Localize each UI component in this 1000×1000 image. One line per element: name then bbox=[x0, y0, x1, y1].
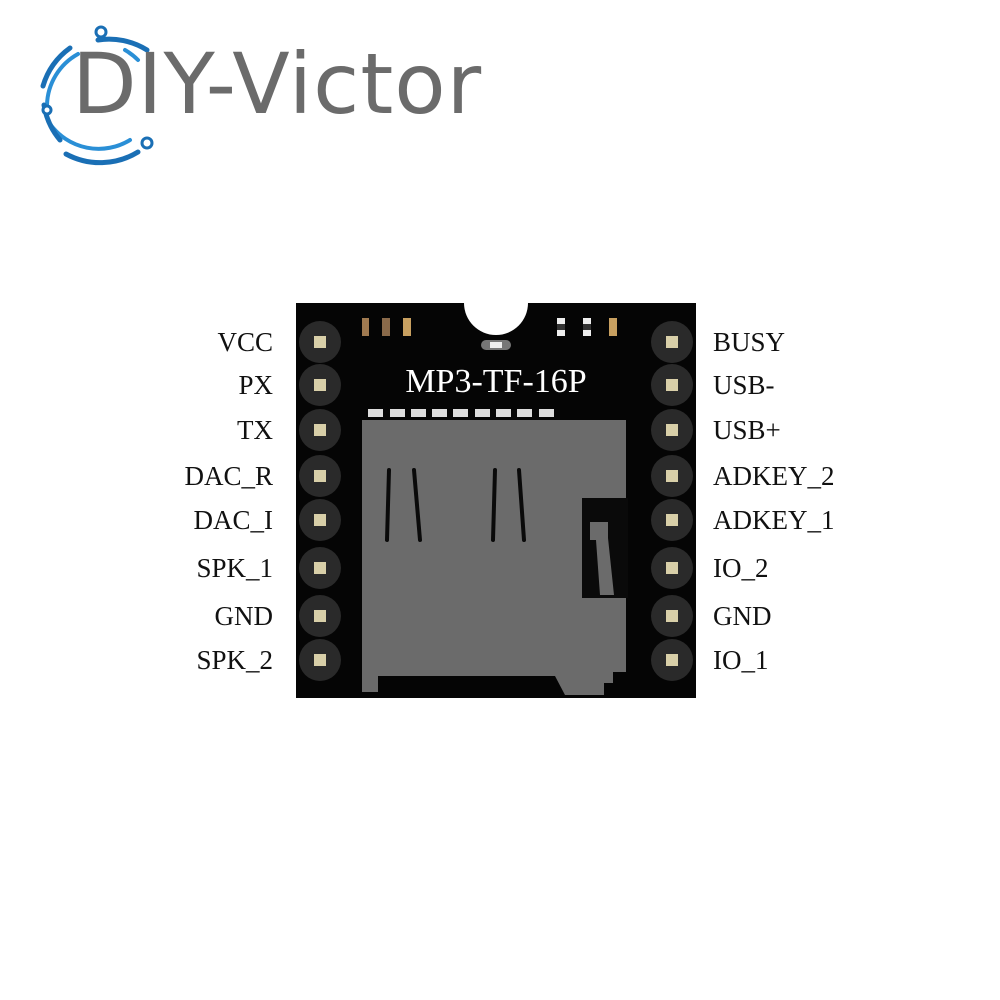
pin-label-left-5: DAC_I bbox=[193, 505, 274, 535]
pin-pad-left-6 bbox=[299, 547, 341, 589]
pin-label-right-4: ADKEY_2 bbox=[713, 461, 835, 491]
pin-pad-left-2 bbox=[299, 364, 341, 406]
pin-label-left-2: PX bbox=[238, 370, 273, 400]
pin-pad-right-5 bbox=[651, 499, 693, 541]
pin-pad-right-8 bbox=[651, 639, 693, 681]
pin-pad-right-6 bbox=[651, 547, 693, 589]
pin-label-left-1: VCC bbox=[217, 327, 273, 357]
pin-label-left-6: SPK_1 bbox=[196, 553, 273, 583]
pin-pad-right-2 bbox=[651, 364, 693, 406]
pin-label-left-8: SPK_2 bbox=[196, 645, 273, 675]
logo-ring-icon bbox=[40, 25, 154, 166]
pin-label-right-7: GND bbox=[713, 601, 772, 631]
mp3-module-board: MP3-TF-16P bbox=[296, 271, 696, 698]
pin-label-right-8: IO_1 bbox=[713, 645, 769, 675]
pin-pad-right-1 bbox=[651, 321, 693, 363]
pin-pad-left-1 bbox=[299, 321, 341, 363]
logo-text: DIY-Victor bbox=[72, 35, 483, 133]
tf-card-slot bbox=[362, 420, 626, 695]
pin-label-right-5: ADKEY_1 bbox=[713, 505, 835, 535]
pin-pad-left-8 bbox=[299, 639, 341, 681]
pin-label-right-6: IO_2 bbox=[713, 553, 769, 583]
pin-pad-left-3 bbox=[299, 409, 341, 451]
pin-label-right-1: BUSY bbox=[713, 327, 786, 357]
pin-pad-right-4 bbox=[651, 455, 693, 497]
pin-label-left-3: TX bbox=[237, 415, 273, 445]
pin-label-left-7: GND bbox=[214, 601, 274, 631]
pin-pad-left-4 bbox=[299, 455, 341, 497]
pin-pad-right-7 bbox=[651, 595, 693, 637]
pin-pad-left-7 bbox=[299, 595, 341, 637]
pin-label-right-2: USB- bbox=[713, 370, 775, 400]
pin-pad-right-3 bbox=[651, 409, 693, 451]
board-title: MP3-TF-16P bbox=[405, 363, 586, 400]
pin-label-right-3: USB+ bbox=[713, 415, 781, 445]
pin-label-left-4: DAC_R bbox=[184, 461, 273, 491]
pin-pad-left-5 bbox=[299, 499, 341, 541]
